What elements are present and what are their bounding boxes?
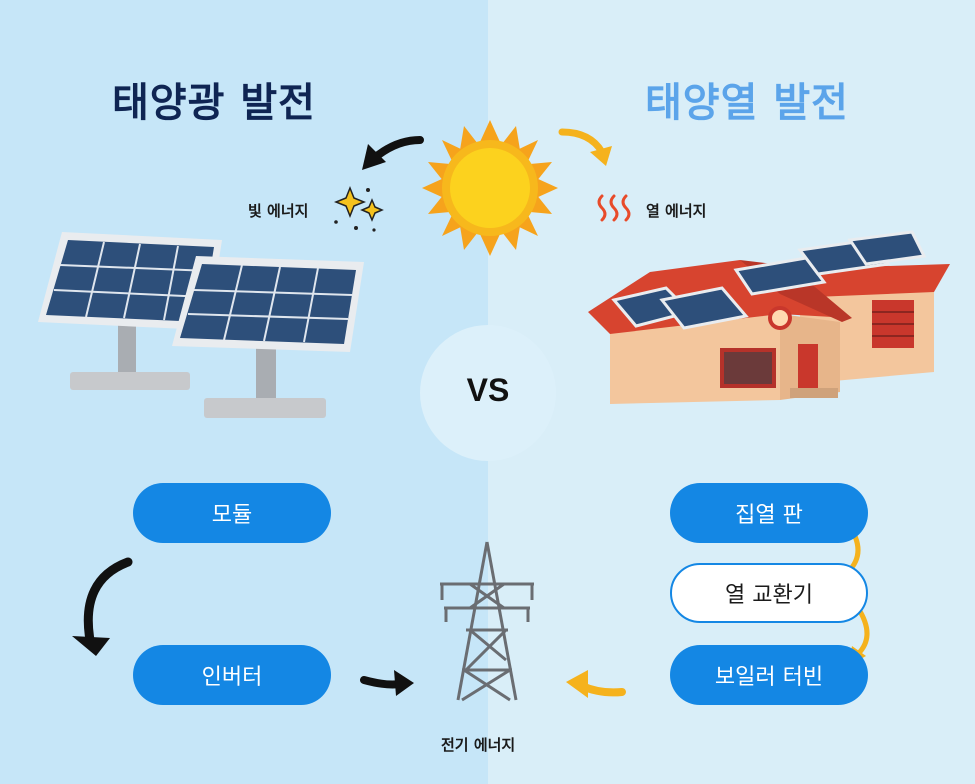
light-energy-label: 빛 에너지 <box>248 202 309 220</box>
vs-label: VS <box>466 372 510 408</box>
step-module: 모듈 <box>133 483 331 543</box>
step-boiler-turbine: 보일러 터빈 <box>670 645 868 705</box>
step-collector: 집열 판 <box>670 483 868 543</box>
power-tower-icon <box>440 541 534 702</box>
vs-circle <box>420 325 556 461</box>
step-inverter: 인버터 <box>133 645 331 705</box>
heat-energy-label: 열 에너지 <box>646 202 707 220</box>
arrow-head-icon <box>394 670 414 696</box>
heat-wave-icon <box>597 194 631 222</box>
electric-energy-label: 전기 에너지 <box>441 736 516 754</box>
arrow-inverter-to-tower-icon <box>360 676 404 689</box>
solar-thermal-title: 태양열 발전 <box>645 80 849 126</box>
solar-panel-icon <box>38 232 364 418</box>
arrow-head-icon <box>590 146 612 166</box>
sparkle-icon <box>333 185 384 222</box>
sun-icon <box>422 120 558 256</box>
arrow-to-heat-icon <box>558 128 606 156</box>
arrow-head-icon <box>362 144 386 170</box>
arrow-exchanger-to-boiler-icon <box>855 605 870 657</box>
arrow-head-icon <box>72 636 110 656</box>
house-icon <box>588 230 950 404</box>
arrow-module-to-inverter-icon <box>83 557 133 645</box>
step-heat-exchanger: 열 교환기 <box>670 563 868 623</box>
arrow-head-icon <box>566 670 588 698</box>
solar-pv-title: 태양광 발전 <box>112 80 316 126</box>
